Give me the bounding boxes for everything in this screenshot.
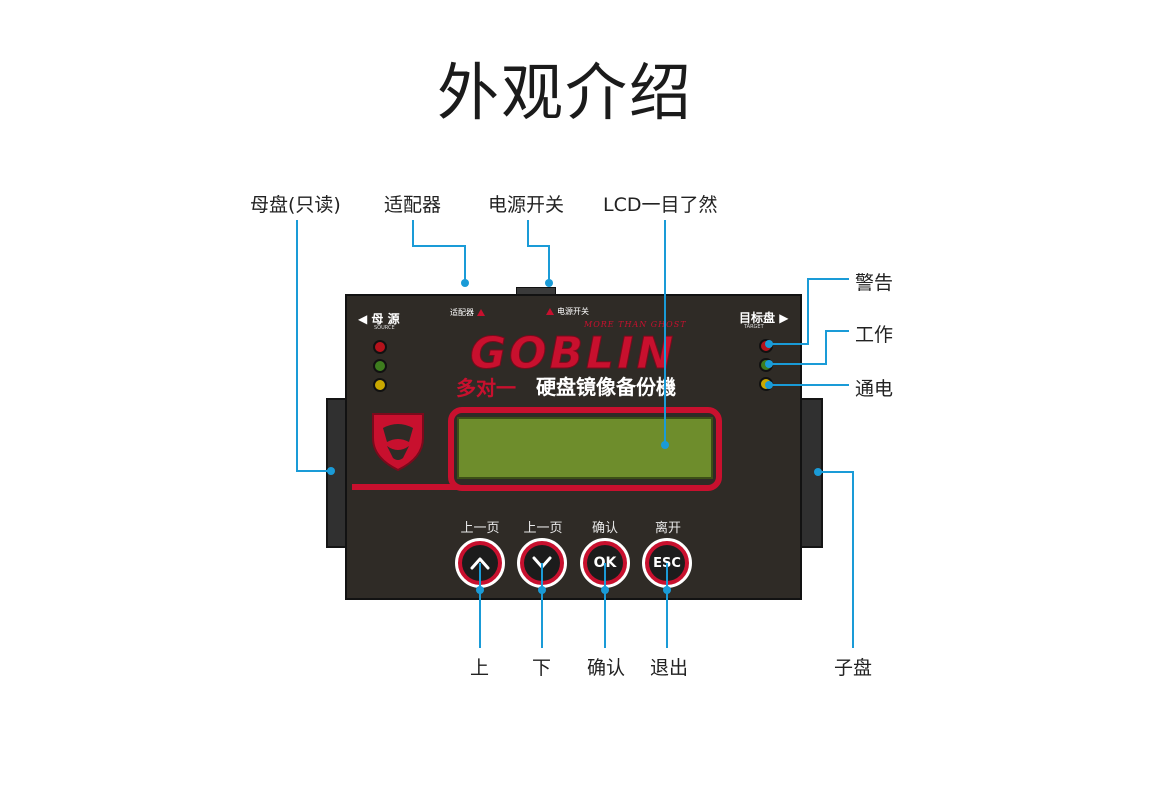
dot-power xyxy=(545,279,553,287)
leader-power xyxy=(527,220,550,283)
brand-slogan: MORE THAN GHOST xyxy=(584,320,687,329)
dot-lcd xyxy=(661,441,669,449)
source-indicator: ◀ 母 源 xyxy=(358,310,400,327)
product-subtitle-white: 硬盘镜像备份機 xyxy=(536,375,676,399)
button-label-esc: 离开 xyxy=(654,521,681,536)
left-arrow-icon: ◀ xyxy=(358,312,368,326)
source-label: 母 源 xyxy=(371,312,400,326)
callout-adapter: 适配器 xyxy=(384,194,442,216)
leader-adapter xyxy=(412,220,466,283)
dot-exit xyxy=(663,586,671,594)
callout-target-disk: 子盘 xyxy=(834,657,873,679)
dot-working xyxy=(765,360,773,368)
device-power-label: 电源开关 xyxy=(546,306,589,317)
leader-working xyxy=(769,330,849,365)
brand-logo: GOBLIN xyxy=(469,328,677,380)
dot-target xyxy=(814,468,822,476)
product-subtitle-red: 多对一 xyxy=(456,376,516,400)
target-indicator: 目标盘 ▶ xyxy=(739,309,788,326)
callout-power-switch: 电源开关 xyxy=(488,194,565,216)
source-led-red xyxy=(373,340,387,354)
device-adapter-label: 适配器 xyxy=(450,307,485,318)
right-arrow-icon: ▶ xyxy=(779,311,789,325)
triangle-icon xyxy=(546,308,554,315)
callout-exit: 退出 xyxy=(650,657,689,679)
dot-up xyxy=(476,586,484,594)
dot-power-on xyxy=(765,381,773,389)
source-sub-label: SOURCE xyxy=(374,325,395,331)
leader-source xyxy=(296,220,331,472)
callout-down: 下 xyxy=(532,657,552,679)
callout-up: 上 xyxy=(470,657,490,679)
button-label-ok: 确认 xyxy=(591,521,618,536)
device-power-text: 电源开关 xyxy=(557,307,589,316)
dot-source xyxy=(327,467,335,475)
callout-lcd: LCD一目了然 xyxy=(603,194,718,216)
source-led-green xyxy=(373,359,387,373)
target-sub-label: TARGET xyxy=(744,324,764,330)
dot-warning xyxy=(765,340,773,348)
chevron-up-icon xyxy=(470,557,490,570)
dot-adapter xyxy=(461,279,469,287)
dot-down xyxy=(538,586,546,594)
source-led-yellow xyxy=(373,378,387,392)
callout-working: 工作 xyxy=(855,324,894,346)
goblin-shield-logo xyxy=(372,413,424,472)
target-label: 目标盘 xyxy=(739,311,776,325)
device-adapter-text: 适配器 xyxy=(450,308,474,317)
callout-power-on: 通电 xyxy=(855,378,894,400)
dot-confirm xyxy=(601,586,609,594)
callout-source-disk: 母盘(只读) xyxy=(250,194,341,216)
callout-confirm: 确认 xyxy=(587,657,626,679)
triangle-icon xyxy=(477,309,485,316)
lcd-screen xyxy=(457,417,713,479)
button-label-down: 上一页 xyxy=(523,521,563,536)
button-label-up: 上一页 xyxy=(460,521,500,536)
leader-warning xyxy=(769,278,849,345)
decorative-red-bar xyxy=(352,484,462,490)
leader-target xyxy=(818,471,854,648)
page-title: 外观介绍 xyxy=(436,56,693,129)
callout-warning: 警告 xyxy=(855,272,894,294)
